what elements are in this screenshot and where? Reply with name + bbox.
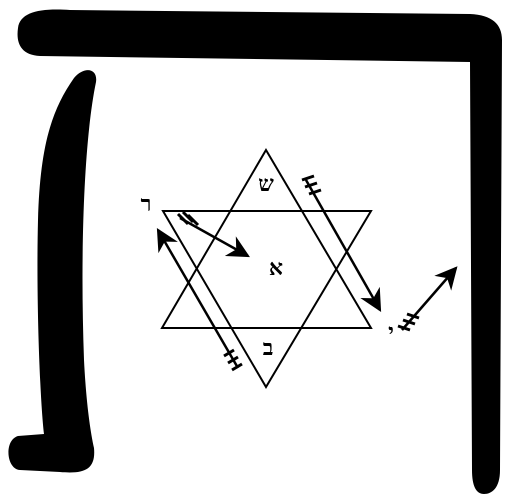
label-aleph: א [269, 255, 283, 281]
label-resh: ר [141, 191, 152, 217]
frame-left-bottom-stroke [8, 70, 97, 473]
arrow-to-center [176, 210, 250, 258]
label-yod: י [388, 319, 394, 345]
arrow-to-yod [301, 174, 382, 312]
arrow-outward [397, 266, 458, 332]
frame-top-right-stroke [17, 9, 502, 495]
label-bet: ב [263, 335, 274, 361]
upward-triangle [160, 148, 373, 329]
arrow-to-resh [156, 228, 243, 372]
downward-triangle [161, 210, 373, 389]
label-shin: ש [258, 171, 274, 197]
